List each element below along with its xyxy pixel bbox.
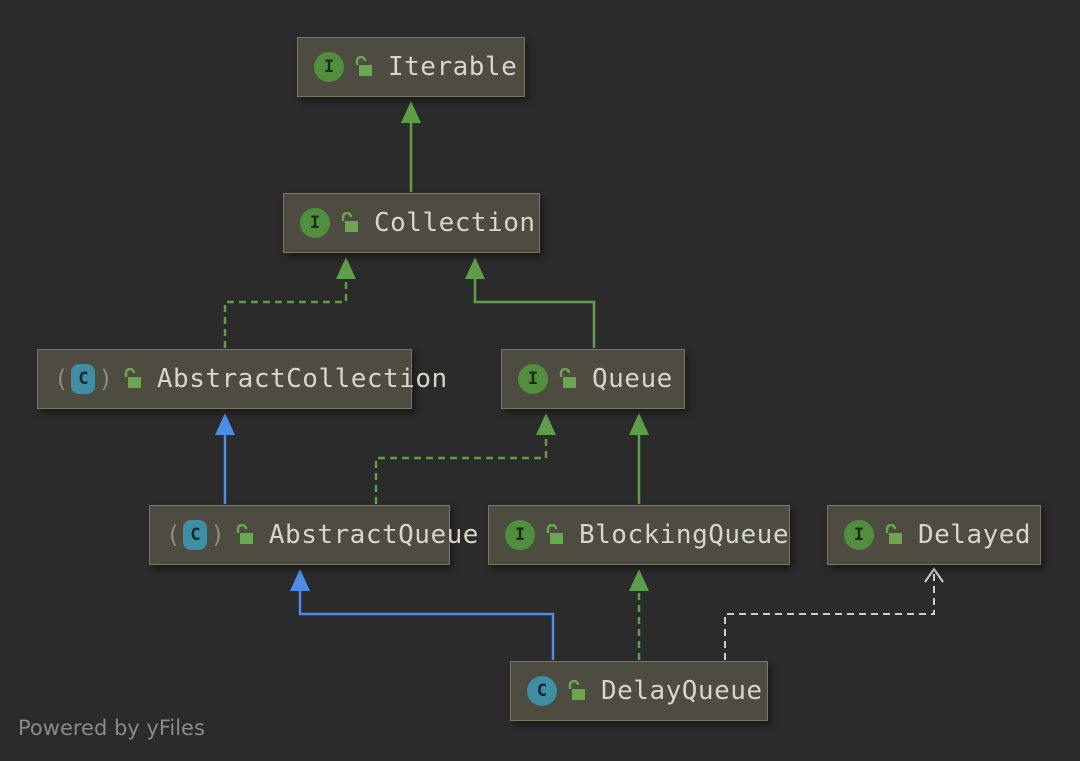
node-abstractqueue[interactable]: (C) AbstractQueue bbox=[149, 505, 478, 565]
node-collection[interactable]: I Collection bbox=[283, 193, 540, 253]
edge-collection-to-iterable bbox=[401, 101, 421, 192]
edge-abstractqueue-to-queue bbox=[374, 413, 556, 504]
unlock-icon bbox=[545, 524, 565, 546]
node-label: Queue bbox=[592, 364, 673, 394]
unlock-icon bbox=[354, 56, 374, 78]
abstract-class-icon: (C) bbox=[166, 520, 225, 550]
unlock-icon bbox=[123, 368, 143, 390]
abstract-class-icon: (C) bbox=[54, 364, 113, 394]
node-blockingqueue[interactable]: I BlockingQueue bbox=[488, 505, 790, 565]
node-delayed[interactable]: I Delayed bbox=[827, 505, 1041, 565]
node-label: Delayed bbox=[918, 520, 1032, 550]
unlock-icon bbox=[884, 524, 904, 546]
class-icon: C bbox=[527, 676, 557, 706]
interface-icon: I bbox=[505, 520, 535, 550]
node-queue[interactable]: I Queue bbox=[501, 349, 685, 409]
interface-icon: I bbox=[518, 364, 548, 394]
unlock-icon bbox=[340, 212, 360, 234]
powered-by-footer: Powered by yFiles bbox=[18, 716, 205, 740]
node-abstractcollection[interactable]: (C) AbstractCollection bbox=[37, 349, 447, 409]
unlock-icon bbox=[567, 680, 587, 702]
edge-abstractqueue-to-abstractcollection bbox=[215, 413, 235, 504]
unlock-icon bbox=[558, 368, 578, 390]
edge-blockingqueue-to-queue bbox=[629, 413, 649, 504]
node-label: Iterable bbox=[388, 52, 518, 82]
edge-delayqueue-to-blockingqueue bbox=[629, 569, 649, 660]
node-label: BlockingQueue bbox=[579, 520, 789, 550]
node-delayqueue[interactable]: C DelayQueue bbox=[510, 661, 768, 721]
interface-icon: I bbox=[300, 208, 330, 238]
node-label: AbstractQueue bbox=[268, 520, 479, 550]
node-label: DelayQueue bbox=[601, 676, 763, 706]
node-label: Collection bbox=[374, 208, 536, 238]
edge-delayqueue-to-delayed bbox=[724, 567, 944, 660]
node-iterable[interactable]: I Iterable bbox=[297, 37, 525, 97]
unlock-icon bbox=[235, 524, 255, 546]
interface-icon: I bbox=[844, 520, 874, 550]
node-label: AbstractCollection bbox=[156, 364, 448, 394]
edge-queue-to-collection bbox=[465, 257, 596, 348]
edge-delayqueue-to-abstractqueue bbox=[290, 569, 555, 660]
interface-icon: I bbox=[314, 52, 344, 82]
edge-abstractcollection-to-collection bbox=[223, 257, 356, 348]
